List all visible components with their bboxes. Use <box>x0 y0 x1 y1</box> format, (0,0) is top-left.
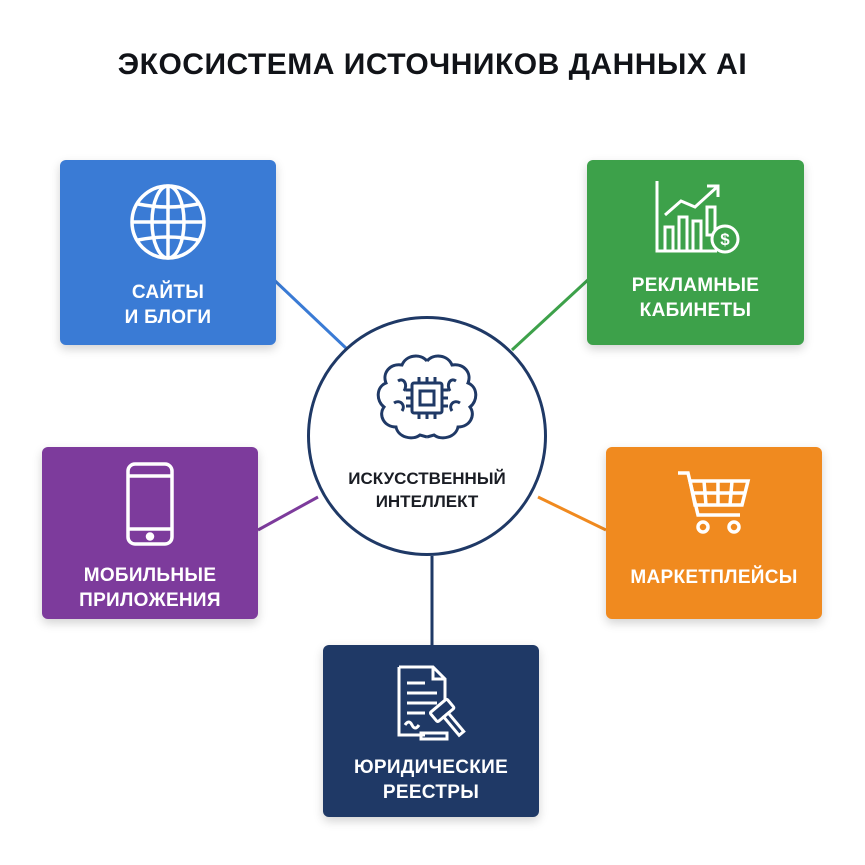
diagram-title: ЭКОСИСТЕМА ИСТОЧНИКОВ ДАННЫХ AI <box>117 48 748 81</box>
connector-ads <box>510 276 592 352</box>
source-card-ads: $ РЕКЛАМНЫЕ КАБИНЕТЫ <box>587 160 804 345</box>
globe-icon <box>130 184 206 260</box>
source-label: САЙТЫ И БЛОГИ <box>124 282 212 328</box>
ai-hub: ИСКУССТВЕННЫЙ ИНТЕЛЛЕКТ <box>307 316 547 556</box>
connector-market <box>537 495 607 532</box>
source-label: МОБИЛЬНЫЕ ПРИЛОЖЕНИЯ <box>79 565 221 611</box>
connector-mobile <box>257 495 319 532</box>
connector-sites <box>270 276 350 352</box>
brain-chip-icon <box>376 354 478 440</box>
svg-text:$: $ <box>720 230 730 249</box>
source-label: ЮРИДИЧЕСКИЕ РЕЕСТРЫ <box>353 757 509 803</box>
source-card-legal: ЮРИДИЧЕСКИЕ РЕЕСТРЫ <box>323 645 539 817</box>
source-label: МАРКЕТПЛЕЙСЫ <box>630 567 798 588</box>
document-gavel-icon <box>397 665 466 741</box>
source-label: РЕКЛАМНЫЕ КАБИНЕТЫ <box>631 275 760 321</box>
source-card-sites: САЙТЫ И БЛОГИ <box>60 160 276 345</box>
growth-chart-dollar-icon: $ <box>655 181 739 254</box>
source-card-mobile: МОБИЛЬНЫЕ ПРИЛОЖЕНИЯ <box>42 447 258 619</box>
smartphone-icon <box>126 462 174 546</box>
hub-label: ИСКУССТВЕННЫЙ ИНТЕЛЛЕКТ <box>348 469 506 511</box>
source-card-marketplaces: МАРКЕТПЛЕЙСЫ <box>606 447 822 619</box>
shopping-cart-icon <box>678 471 751 534</box>
